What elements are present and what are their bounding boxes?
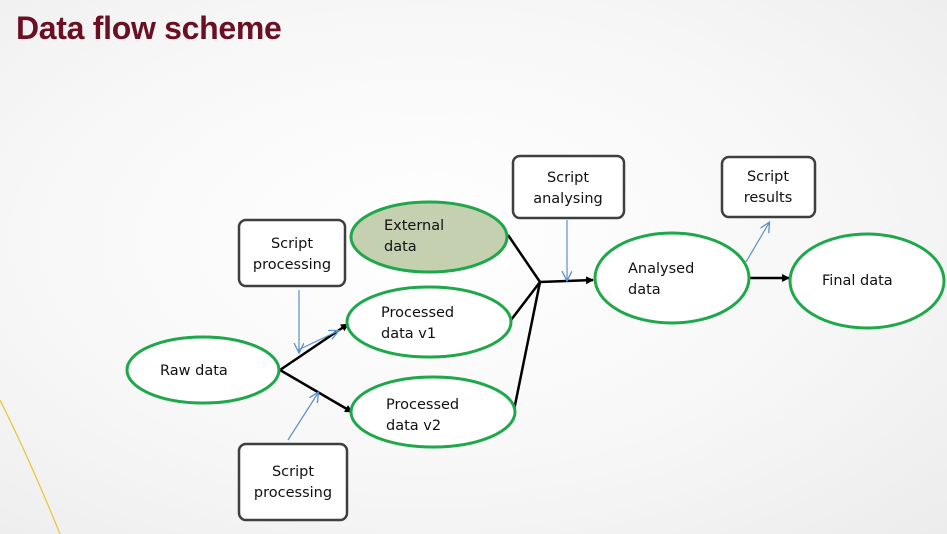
- box-script-processing-bottom-label-2: processing: [254, 485, 332, 501]
- box-script-processing-top: Script processing: [237, 218, 347, 288]
- box-script-processing-top-label-2: processing: [253, 257, 331, 273]
- box-script-results-label-2: results: [744, 190, 793, 206]
- line-v2-to-merge: [512, 281, 542, 411]
- arrow-merge-to-analysed: [539, 276, 594, 285]
- line-external-to-merge: [506, 234, 542, 283]
- box-script-analysing-label-2: analysing: [533, 191, 603, 207]
- node-processed-v2-label-2: data v2: [386, 418, 441, 434]
- box-script-processing-top-label-1: Script: [271, 236, 313, 252]
- box-script-results-label-1: Script: [747, 169, 789, 185]
- thin-arrow-script-processing-bottom: [287, 393, 318, 441]
- node-final-data: Final data: [788, 232, 946, 330]
- node-raw-data: Raw data: [125, 335, 281, 405]
- box-script-analysing-label-1: Script: [547, 170, 589, 186]
- thin-arrow-script-results: [745, 223, 769, 263]
- node-analysed-data: Analysed data: [593, 231, 751, 325]
- node-analysed-data-label-1: Analysed: [628, 261, 694, 277]
- thin-arrow-v2-side: [297, 331, 338, 351]
- page-title: Data flow scheme: [16, 10, 282, 46]
- node-processed-v1-label-1: Processed: [381, 305, 454, 321]
- node-processed-v2-label-1: Processed: [386, 397, 459, 413]
- node-raw-data-label-1: Raw data: [160, 363, 228, 379]
- node-final-data-label-1: Final data: [822, 273, 893, 289]
- corner-decoration-line: [0, 399, 61, 534]
- node-external-data-label-2: data: [384, 239, 417, 255]
- box-script-results: Script results: [720, 155, 817, 219]
- node-analysed-data-label-2: data: [628, 282, 661, 298]
- arrow-raw-to-v2: [279, 368, 353, 414]
- box-script-processing-bottom: Script processing: [237, 442, 349, 522]
- box-script-analysing: Script analysing: [511, 154, 626, 220]
- line-v1-to-merge: [510, 281, 541, 321]
- box-script-processing-bottom-label-1: Script: [272, 464, 314, 480]
- node-processed-v2: Processed data v2: [349, 375, 517, 449]
- node-external-data-label-1: External: [384, 218, 444, 234]
- node-processed-v1: Processed data v1: [345, 285, 513, 359]
- node-external-data: External data: [349, 200, 509, 274]
- node-processed-v1-label-2: data v1: [381, 326, 436, 342]
